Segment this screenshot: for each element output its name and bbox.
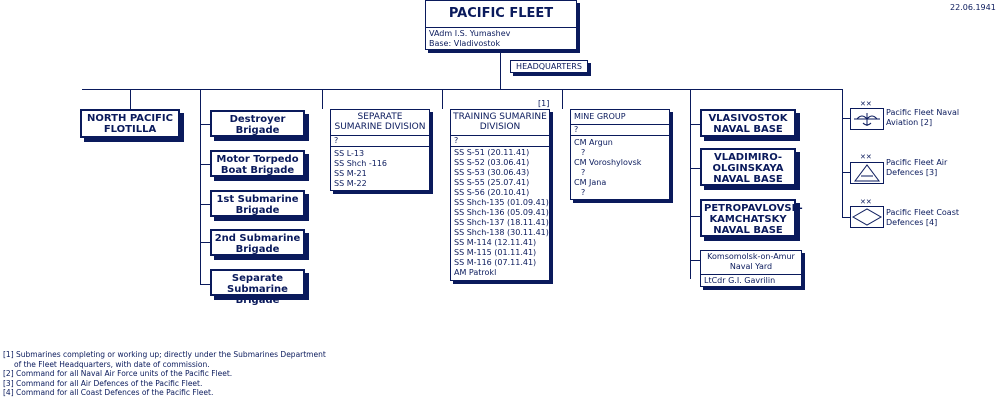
separate-division-list: SS L-13 SS Shch -116 SS M-21 SS M-22 xyxy=(331,147,429,189)
north-pacific-flotilla-box: NORTH PACIFIC FLOTILLA xyxy=(80,109,180,138)
pacific-fleet-box: PACIFIC FLEET VAdm I.S. Yumashev Base: V… xyxy=(425,0,577,50)
coast-defence-xx: ✕✕ xyxy=(860,198,872,206)
list-item: SS S-55 (25.07.41) xyxy=(454,178,530,187)
footnote-1: [1] Submarines completing or working up;… xyxy=(3,350,326,359)
fleet-base: Base: Vladivostok xyxy=(429,39,501,48)
separate-division-commander: ? xyxy=(331,136,429,147)
training-division-box: TRAINING SUMARINE DIVISION ? SS S-51 (20… xyxy=(450,109,550,281)
list-item: SS M-21 xyxy=(334,169,367,178)
list-item: SS L-13 xyxy=(334,149,365,158)
list-item: SS Shch -116 xyxy=(334,159,388,168)
destroyer-brigade-box: Destroyer Brigade xyxy=(210,110,305,137)
naval-aviation-label: Pacific Fleet Naval Aviation [2] xyxy=(886,108,960,127)
svg-text:xx: xx xyxy=(860,109,868,110)
list-item: SS M-116 (07.11.41) xyxy=(454,258,537,267)
footnote-2: [2] Command for all Naval Air Force unit… xyxy=(3,369,233,379)
list-item: ? xyxy=(581,148,586,157)
footnotes: [1] Submarines completing or working up;… xyxy=(3,350,326,398)
headquarters-box: HEADQUARTERS xyxy=(510,60,588,73)
air-defence-label: Pacific Fleet Air Defences [3] xyxy=(886,158,948,177)
naval-aviation-xx: ✕✕ xyxy=(860,100,872,108)
fleet-commander: VAdm I.S. Yumashev xyxy=(429,29,511,38)
date-label: 22.06.1941 xyxy=(950,3,996,12)
vladivostok-naval-base-box: VLASIVOSTOK NAVAL BASE xyxy=(700,109,796,137)
footnote-3: [3] Command for all Air Defences of the … xyxy=(3,378,203,388)
training-division-commander: ? xyxy=(451,136,549,147)
footnote-1-cont: of the Fleet Headquarters, with date of … xyxy=(14,359,210,369)
list-item: CM Argun xyxy=(574,138,613,147)
air-defence-symbol-icon xyxy=(850,162,884,184)
list-item: AM Patrokl xyxy=(454,268,497,277)
separate-submarine-brigade-box: Separate Submarine Brigade xyxy=(210,269,305,306)
air-defence-xx: ✕✕ xyxy=(860,153,872,161)
training-division-title: TRAINING SUMARINE DIVISION xyxy=(451,110,549,136)
list-item: SS S-56 (20.10.41) xyxy=(454,188,530,197)
training-division-note: [1] xyxy=(538,99,550,108)
list-item: SS M-22 xyxy=(334,179,367,188)
separate-division-title: SEPARATE SUMARINE DIVISION xyxy=(331,110,429,136)
coast-defence-symbol-icon xyxy=(850,206,884,228)
fleet-title: PACIFIC FLEET xyxy=(426,1,576,28)
list-item: SS Shch-136 (05.09.41) xyxy=(454,208,549,217)
training-division-list: SS S-51 (20.11.41) SS S-52 (03.06.41) SS… xyxy=(451,147,549,278)
naval-aviation-symbol-icon: xx xyxy=(850,103,884,130)
list-item: SS Shch-135 (01.09.41) xyxy=(454,198,549,207)
list-item: ? xyxy=(581,188,586,197)
first-submarine-brigade-box: 1st Submarine Brigade xyxy=(210,190,305,217)
list-item: CM Voroshylovsk xyxy=(574,158,642,167)
mine-group-list: CM Argun ? CM Voroshylovsk ? CM Jana ? xyxy=(571,136,669,198)
list-item: SS S-53 (30.06.43) xyxy=(454,168,530,177)
list-item: SS M-114 (12.11.41) xyxy=(454,238,537,247)
list-item: SS S-51 (20.11.41) xyxy=(454,148,530,157)
vladimiro-olginskaya-naval-base-box: VLADIMIRO-OLGINSKAYA NAVAL BASE xyxy=(700,148,796,186)
naval-yard-commander: LtCdr G.I. Gavrilin xyxy=(704,276,776,285)
separate-division-box: SEPARATE SUMARINE DIVISION ? SS L-13 SS … xyxy=(330,109,430,191)
mtb-brigade-box: Motor Torpedo Boat Brigade xyxy=(210,150,305,177)
footnote-4: [4] Command for all Coast Defences of th… xyxy=(3,388,214,398)
list-item: SS S-52 (03.06.41) xyxy=(454,158,530,167)
mine-group-box: MINE GROUP ? CM Argun ? CM Voroshylovsk … xyxy=(570,109,670,200)
coast-defence-label: Pacific Fleet Coast Defences [4] xyxy=(886,208,960,227)
list-item: SS M-115 (01.11.41) xyxy=(454,248,537,257)
list-item: SS Shch-137 (18.11.41) xyxy=(454,218,549,227)
naval-yard-title: Komsomolsk-on-Amur Naval Yard xyxy=(701,251,801,275)
list-item: SS Shch-138 (30.11.41) xyxy=(454,228,549,237)
petropavlovsk-naval-base-box: PETROPAVLOVSK-KAMCHATSKY NAVAL BASE xyxy=(700,199,803,237)
second-submarine-brigade-box: 2nd Submarine Brigade xyxy=(210,229,305,256)
mine-group-commander: ? xyxy=(571,125,669,136)
mine-group-title: MINE GROUP xyxy=(571,110,669,125)
naval-yard-box: Komsomolsk-on-Amur Naval Yard LtCdr G.I.… xyxy=(700,250,802,287)
list-item: CM Jana xyxy=(574,178,607,187)
list-item: ? xyxy=(581,168,586,177)
